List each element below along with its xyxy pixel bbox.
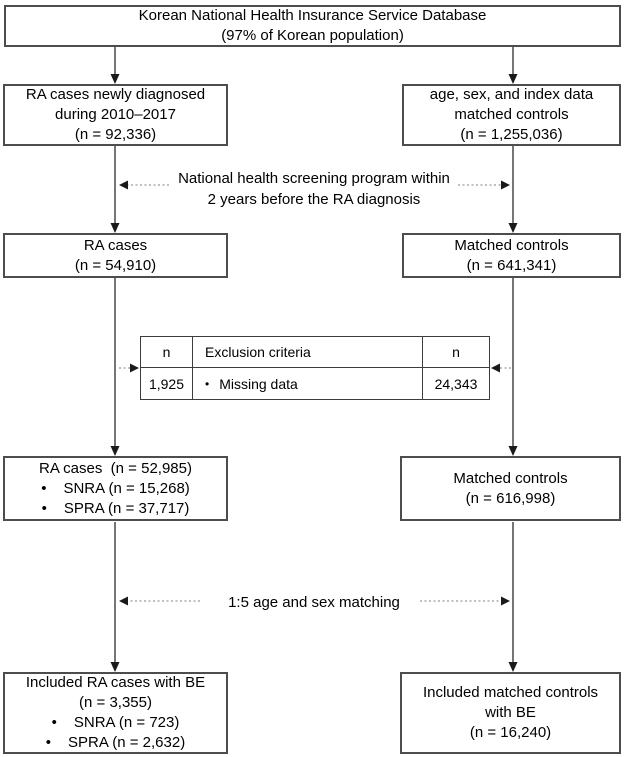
- dotted-arrow-exclusion-left: [119, 363, 139, 373]
- arrow-db-to-controls: [508, 47, 518, 84]
- bullet-row: • SNRA (n = 15,268): [41, 479, 190, 499]
- exclusion-table: n Exclusion criteria n 1,925 • Missing d…: [140, 336, 490, 400]
- box-line: RA cases: [83, 236, 148, 254]
- box-line: RA cases newly diagnosed: [25, 86, 206, 103]
- bullet-icon: •: [205, 376, 210, 391]
- box-line: age, sex, and index data: [429, 86, 594, 103]
- dotted-arrow-matching-right: [420, 596, 510, 606]
- box-matched-controls-included: Included matched controls with BE (n = 1…: [400, 672, 621, 754]
- arrow-controls-to-included: [508, 522, 518, 672]
- dotted-arrow-matching-left: [119, 596, 200, 606]
- box-database: Korean National Health Insurance Service…: [4, 5, 621, 47]
- exclusion-header-n-right: n: [423, 337, 489, 368]
- box-ra-newly-diagnosed: RA cases newly diagnosed during 2010–201…: [3, 84, 228, 146]
- bullet-icon: •: [41, 499, 47, 517]
- bullet-text: SPRA (n = 2,632): [68, 734, 186, 751]
- box-line: matched controls: [454, 106, 569, 123]
- bullet-row: • SNRA (n = 723): [52, 713, 180, 733]
- box-line: (97% of Korean population): [221, 27, 404, 44]
- dotted-arrow-exclusion-right: [491, 363, 511, 373]
- exclusion-header-n-left: n: [141, 337, 193, 368]
- bullet-text: SNRA (n = 723): [73, 714, 180, 731]
- box-line: during 2010–2017: [55, 106, 176, 123]
- label-line: National health screening program within: [178, 170, 450, 187]
- screening-program-label: National health screening program within…: [149, 168, 479, 210]
- exclusion-criterion: • Missing data: [193, 368, 423, 399]
- box-line: (n = 3,355): [79, 694, 152, 711]
- bullet-icon: •: [51, 714, 57, 731]
- box-line: RA cases (n = 52,985): [38, 459, 192, 477]
- box-matched-controls-screened: Matched controls (n = 641,341): [402, 233, 621, 278]
- label-line: 1:5 age and sex matching: [228, 594, 400, 611]
- arrow-controls-to-screened: [508, 146, 518, 233]
- exclusion-value-controls: 24,343: [434, 375, 478, 392]
- dotted-arrow-screening-right: [458, 180, 510, 190]
- exclusion-criterion-text: Missing data: [219, 375, 298, 392]
- arrow-ra-screened-to-after-exclusion: [110, 278, 120, 456]
- box-line: Matched controls: [453, 469, 568, 487]
- box-line: (n = 16,240): [469, 724, 552, 741]
- box-matched-controls-after-exclusion: Matched controls (n = 616,998): [400, 456, 621, 521]
- dotted-arrow-screening-left: [119, 180, 169, 190]
- bullet-text: SNRA (n = 15,268): [63, 479, 190, 497]
- box-line: (n = 92,336): [74, 126, 157, 143]
- arrow-db-to-ra: [110, 47, 120, 84]
- bullet-icon: •: [41, 479, 47, 497]
- matching-label: 1:5 age and sex matching: [179, 592, 449, 613]
- box-matched-controls-initial: age, sex, and index data matched control…: [402, 84, 621, 146]
- box-ra-cases-after-exclusion: RA cases (n = 52,985) • SNRA (n = 15,268…: [3, 456, 228, 521]
- exclusion-value-ra: 1,925: [141, 368, 193, 399]
- box-ra-cases-screened: RA cases (n = 54,910): [3, 233, 228, 278]
- bullet-row: • SPRA (n = 37,717): [42, 499, 190, 519]
- box-line: Korean National Health Insurance Service…: [138, 7, 487, 24]
- arrow-ra-to-included: [110, 522, 120, 672]
- box-line: Included RA cases with BE: [25, 674, 206, 691]
- box-line: (n = 1,255,036): [460, 126, 563, 143]
- box-line: (n = 641,341): [466, 256, 557, 274]
- arrow-ra-to-screened: [110, 146, 120, 233]
- box-line: (n = 616,998): [465, 489, 556, 507]
- box-line: (n = 54,910): [74, 256, 157, 274]
- box-line: Included matched controls: [422, 684, 599, 701]
- box-line: Matched controls: [454, 236, 569, 254]
- bullet-text: SPRA (n = 37,717): [63, 499, 190, 517]
- bullet-row: • SPRA (n = 2,632): [46, 733, 185, 753]
- exclusion-header-criteria: Exclusion criteria: [193, 337, 423, 368]
- arrow-controls-screened-to-after-exclusion: [508, 278, 518, 456]
- box-ra-cases-included: Included RA cases with BE (n = 3,355) • …: [3, 672, 228, 754]
- label-line: 2 years before the RA diagnosis: [207, 191, 421, 208]
- bullet-icon: •: [45, 734, 52, 751]
- box-line: with BE: [485, 704, 536, 721]
